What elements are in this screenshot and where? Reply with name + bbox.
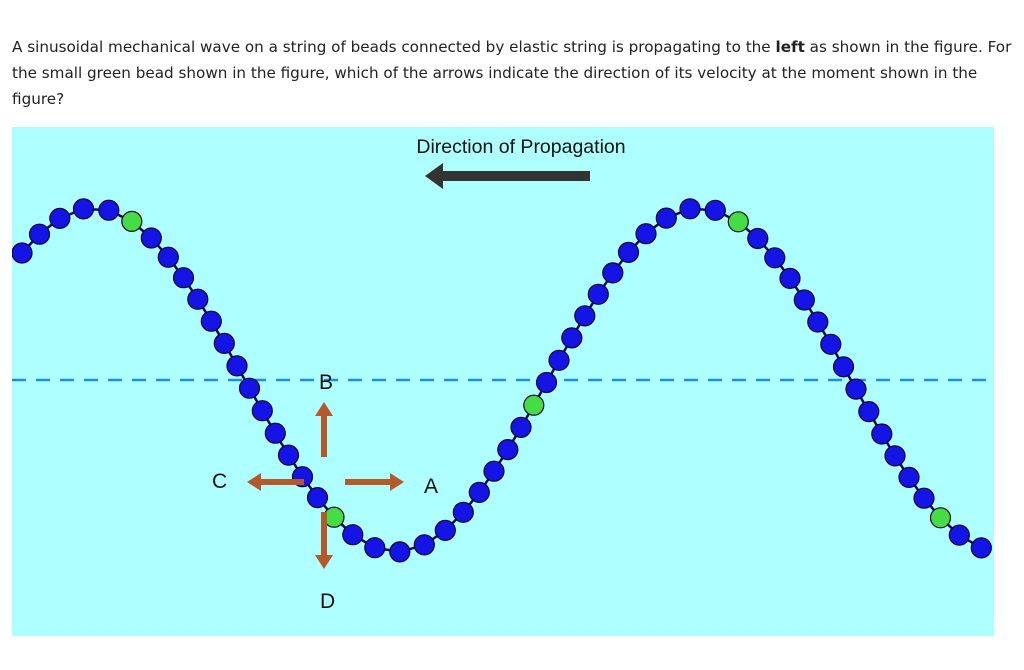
question-bold-word: left xyxy=(775,38,805,56)
blue-bead xyxy=(820,333,842,355)
blue-bead xyxy=(617,241,640,264)
blue-bead xyxy=(172,267,195,289)
blue-bead xyxy=(635,223,657,245)
blue-bead xyxy=(413,534,435,556)
label-d: D xyxy=(320,590,335,613)
blue-bead xyxy=(251,400,273,422)
blue-bead xyxy=(389,541,411,563)
blue-bead xyxy=(602,262,624,284)
blue-bead xyxy=(264,422,286,444)
propagation-arrow xyxy=(425,163,590,189)
blue-bead xyxy=(574,305,596,327)
blue-bead xyxy=(845,378,867,400)
label-c: C xyxy=(212,470,227,493)
green-bead xyxy=(727,211,749,233)
blue-bead xyxy=(561,327,583,349)
blue-bead xyxy=(832,356,855,378)
wave-figure: Direction of Propagation B A C D xyxy=(12,127,994,636)
green-bead xyxy=(121,210,143,233)
blue-bead xyxy=(213,332,235,354)
blue-bead xyxy=(200,310,222,332)
arrow-up xyxy=(315,402,333,457)
blue-bead xyxy=(28,223,51,245)
blue-bead xyxy=(98,199,120,221)
blue-bead xyxy=(548,349,570,371)
blue-bead xyxy=(238,377,261,399)
blue-bead xyxy=(497,439,519,461)
bead-chain xyxy=(12,198,992,563)
question-text: A sinusoidal mechanical wave on a string… xyxy=(12,34,1012,112)
blue-bead xyxy=(884,445,906,467)
blue-bead xyxy=(747,227,769,250)
blue-bead xyxy=(535,371,558,394)
question-part2: as shown in the figure. For the small gr… xyxy=(12,38,1012,108)
blue-bead xyxy=(306,487,329,509)
blue-bead xyxy=(871,423,893,445)
blue-bead xyxy=(793,289,815,311)
blue-bead xyxy=(468,481,490,503)
label-b: B xyxy=(319,371,333,394)
blue-bead xyxy=(704,199,726,221)
label-a: A xyxy=(424,475,438,498)
blue-bead xyxy=(434,519,456,541)
blue-bead xyxy=(779,267,801,289)
green-bead xyxy=(929,507,952,529)
arrow-down xyxy=(315,512,333,569)
blue-bead xyxy=(655,207,677,229)
blue-bead xyxy=(157,246,179,268)
blue-bead xyxy=(970,537,992,559)
blue-bead xyxy=(277,444,300,466)
blue-bead xyxy=(364,537,386,559)
green-bead xyxy=(523,394,545,416)
blue-bead xyxy=(948,524,970,546)
blue-bead xyxy=(140,227,162,249)
blue-bead xyxy=(226,355,248,377)
blue-bead xyxy=(49,207,71,230)
blue-bead xyxy=(510,416,532,438)
blue-bead xyxy=(452,501,474,523)
velocity-arrows xyxy=(247,402,404,569)
blue-bead xyxy=(679,198,701,220)
blue-bead xyxy=(898,466,920,488)
blue-bead xyxy=(858,401,880,423)
blue-bead xyxy=(483,460,505,482)
figure-background xyxy=(12,127,994,636)
blue-bead xyxy=(764,247,786,269)
blue-bead xyxy=(342,524,364,546)
arrow-left xyxy=(247,473,304,491)
blue-bead xyxy=(807,311,829,333)
blue-bead xyxy=(587,283,609,305)
blue-bead xyxy=(187,288,209,310)
blue-bead xyxy=(12,242,33,264)
blue-bead xyxy=(72,198,95,220)
blue-bead xyxy=(913,487,935,509)
propagation-label: Direction of Propagation xyxy=(416,136,625,158)
arrow-right xyxy=(345,473,404,491)
question-part1: A sinusoidal mechanical wave on a string… xyxy=(12,38,776,56)
